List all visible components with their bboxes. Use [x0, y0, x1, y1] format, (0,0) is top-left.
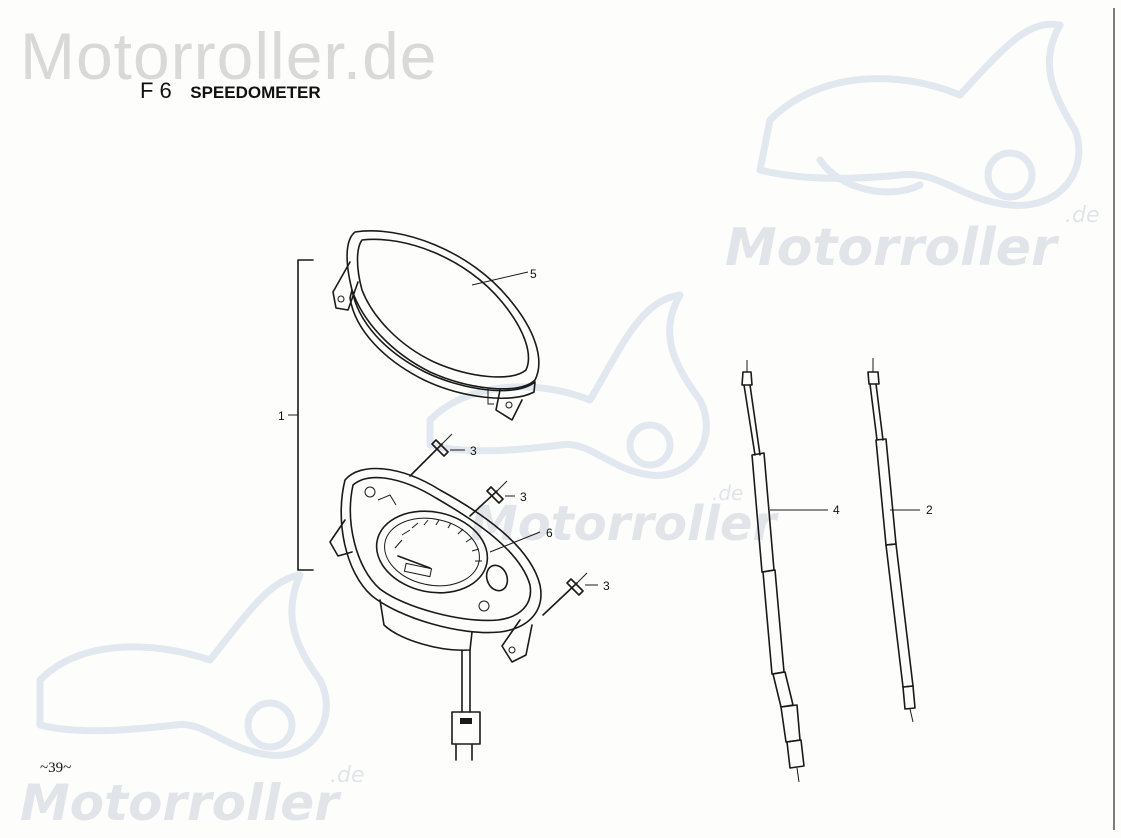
watermark-logo-topright: Motorroller .de	[725, 20, 1100, 278]
watermark-logo-bottomleft: Motorroller .de	[20, 571, 365, 832]
watermark-logo-center: Motorroller .de	[426, 291, 779, 552]
screw-b	[469, 480, 508, 517]
speedometer-cable-4	[741, 360, 805, 783]
callout-3c: 3	[603, 579, 610, 593]
leader-lines	[450, 271, 920, 586]
page-title: SPEEDOMETER	[190, 83, 321, 102]
callout-3a: 3	[470, 444, 477, 458]
screw-a	[409, 433, 453, 477]
callout-3b: 3	[520, 490, 527, 504]
scan-edge-line	[1113, 8, 1115, 830]
page-number: ~39~	[40, 760, 72, 776]
watermark-logo-tld: .de	[712, 481, 743, 505]
callout-5: 5	[530, 267, 537, 281]
speedometer-cover	[332, 230, 540, 421]
watermark-logo-word: Motorroller	[20, 774, 342, 832]
callout-1: 1	[278, 409, 285, 423]
callout-6: 6	[546, 526, 553, 540]
watermark-logo-word: Motorroller	[470, 496, 779, 552]
speedometer-unit	[329, 467, 542, 761]
callout-2: 2	[926, 503, 933, 517]
section-code: F 6	[140, 78, 172, 103]
watermark-brand-text: Motorroller.de	[20, 19, 438, 93]
speedometer-cable-2	[867, 358, 916, 723]
watermark-logo-tld: .de	[1065, 203, 1100, 228]
callout-4: 4	[833, 503, 840, 517]
screw-c	[542, 572, 588, 616]
watermark-logo-tld: .de	[330, 763, 365, 788]
assembly-bracket	[288, 259, 314, 571]
page-header: F 6 SPEEDOMETER	[140, 78, 321, 104]
watermark-logo-word: Motorroller	[725, 218, 1060, 278]
